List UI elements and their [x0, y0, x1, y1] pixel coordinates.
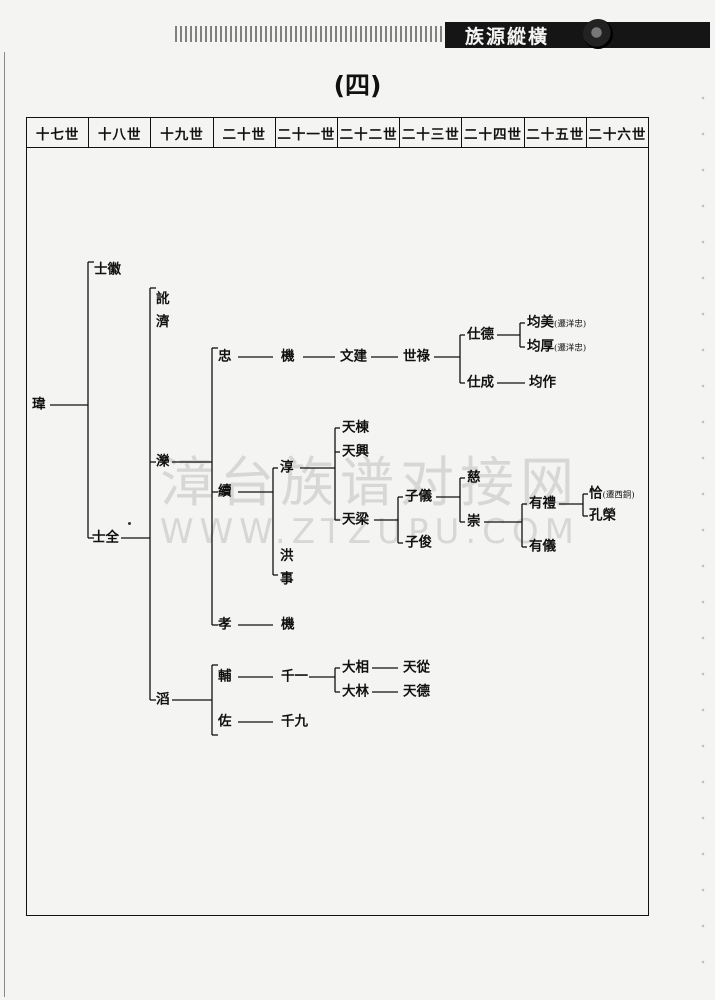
person-name: 文建 [340, 348, 367, 365]
genealogy-frame: 十七世 十八世 十九世 二十世 二十一世 二十二世 二十三世 二十四世 二十五世… [26, 117, 649, 916]
person-name: 大林 [342, 683, 369, 700]
person-name: 忠 [218, 348, 232, 365]
person-name: 洪事 [280, 548, 294, 587]
person-name: 天從 [403, 659, 430, 676]
person-name: 天梁 [342, 511, 369, 528]
generation-cell: 十九世 [151, 118, 214, 147]
person-name: 慈 [467, 469, 481, 486]
person-name: 訛濟 [156, 291, 170, 330]
person-name: 佐 [218, 713, 232, 730]
person-name: 世祿 [403, 348, 430, 365]
banner-text: 族源縱橫 [465, 26, 550, 48]
person-name: 淳 [280, 459, 294, 476]
person-name: 有儀 [529, 538, 556, 555]
person-name-text: 均厚 [527, 338, 554, 355]
person-name: 孔榮 [589, 507, 616, 524]
generation-cell: 二十四世 [462, 118, 525, 147]
banner-block [445, 22, 710, 48]
person-name: 均美(遷洋忠) [527, 316, 586, 330]
person-name: 天興 [342, 443, 369, 460]
person-name: 天棟 [342, 419, 369, 436]
generation-cell: 二十六世 [588, 126, 647, 143]
person-name: 輔 [218, 668, 232, 685]
generation-cell: 二十五世 [525, 118, 587, 147]
person-name: 天德 [403, 683, 430, 700]
migration-note: (遷洋忠) [554, 343, 587, 354]
person-name: 恰(遷西銅) [589, 487, 635, 501]
person-name: 機 [281, 348, 295, 365]
migration-note: (遷洋忠) [554, 319, 587, 330]
person-name: 孝 [218, 616, 232, 633]
generation-cell: 二十一世 [276, 118, 339, 147]
person-name: 均作 [529, 374, 556, 391]
person-name: 機 [281, 616, 295, 633]
person-name: 均厚(遷洋忠) [527, 340, 586, 354]
person-name-text: 恰 [589, 485, 603, 502]
banner-logo-icon [583, 19, 613, 49]
person-name: 大相 [342, 659, 369, 676]
generation-cell: 二十三世 [400, 118, 463, 147]
person-name: 千一 [281, 668, 308, 685]
person-name: 滔 [156, 691, 170, 708]
generation-header-row: 十七世 十八世 十九世 二十世 二十一世 二十二世 二十三世 二十四世 二十五世… [27, 118, 648, 148]
person-name: 子俊 [405, 534, 432, 551]
page-title: (四) [333, 71, 382, 100]
person-name-text: 均美 [527, 314, 554, 331]
person-name: 瑋 [32, 396, 46, 413]
generation-cell: 十八世 [89, 118, 152, 147]
scan-speck [128, 522, 131, 525]
person-name: 續 [218, 483, 232, 500]
person-name: 千九 [281, 713, 308, 730]
person-name: 有禮 [529, 495, 556, 512]
generation-cell: 十七世 [27, 118, 90, 147]
header-banner: 族源縱橫 [175, 18, 710, 52]
person-name: 濼 [156, 453, 170, 470]
person-name: 士全 [92, 529, 119, 546]
person-name: 仕德 [467, 326, 494, 343]
page-margin-line [4, 52, 5, 997]
edge-noise [697, 80, 709, 980]
person-name: 崇 [467, 513, 481, 530]
person-name: 子儀 [405, 488, 432, 505]
person-name: 士徽 [94, 261, 121, 278]
person-name: 仕成 [467, 374, 494, 391]
banner-hatch [175, 26, 445, 42]
generation-cell: 二十世 [214, 118, 276, 147]
migration-note: (遷西銅) [602, 490, 635, 501]
generation-cell: 二十二世 [338, 118, 401, 147]
